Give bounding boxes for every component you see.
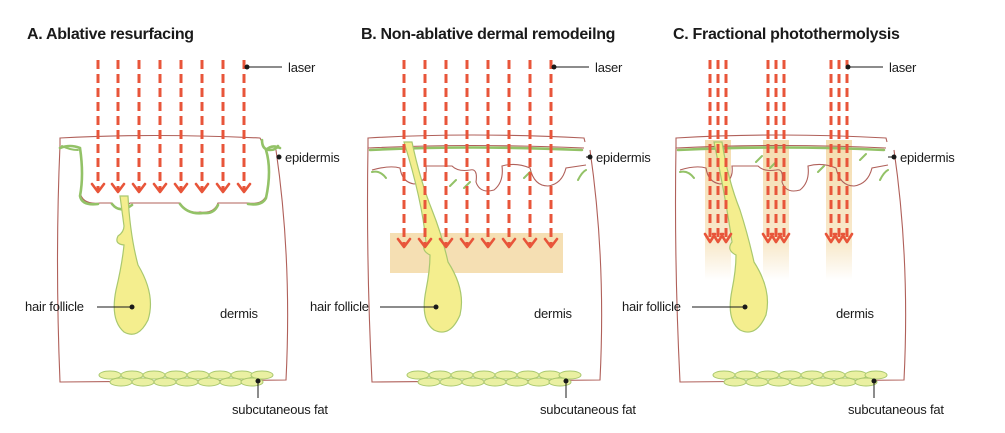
subcutaneous-fat-label: subcutaneous fat [540,402,636,417]
skin-surface [675,144,887,149]
epidermis-ridges [679,153,889,181]
dermis-label: dermis [220,306,259,321]
hair-follicle [113,195,151,335]
laser-beams-more [110,60,252,194]
rete-ridges [371,163,587,192]
subcutaneous-fat-label: subcutaneous fat [848,402,944,417]
epidermis-label: epidermis [900,150,955,165]
panel-non-ablative: B. Non-ablative dermal remodeilng [310,26,651,417]
epidermis-layer [676,146,886,152]
panel-title: C. Fractional photothermolysis [673,26,900,43]
epidermis-ridges [371,169,587,189]
subcutaneous-fat-label: subcutaneous fat [232,402,328,417]
dermis-label: dermis [836,306,875,321]
panel-title: B. Non-ablative dermal remodeilng [361,26,615,43]
dermis-label: dermis [534,306,573,321]
skin-surface [367,144,585,149]
laser-beams [703,60,854,244]
epidermis-label: epidermis [596,150,651,165]
epidermis-layer [368,146,584,152]
epidermis-label: epidermis [285,150,340,165]
panel-title: A. Ablative resurfacing [27,26,194,43]
laser-beams [90,60,106,194]
subcutaneous-fat [712,370,888,387]
subcutaneous-fat [406,370,582,387]
laser-label: laser [889,60,917,75]
laser-label: laser [288,60,316,75]
skin-outline [56,134,289,383]
hair-follicle-label: hair follicle [310,299,369,314]
hair-follicle-label: hair follicle [25,299,84,314]
laser-label: laser [595,60,623,75]
laser-beams [396,60,559,249]
hair-follicle-label: hair follicle [622,299,681,314]
epidermis-edge [61,145,79,151]
epidermis-layer [58,138,282,215]
subcutaneous-fat [98,370,274,387]
panel-fractional: C. Fractional photothermolysis [622,26,955,417]
panel-ablative: A. Ablative resurfacing [25,26,340,417]
ablated-surface [79,191,267,213]
